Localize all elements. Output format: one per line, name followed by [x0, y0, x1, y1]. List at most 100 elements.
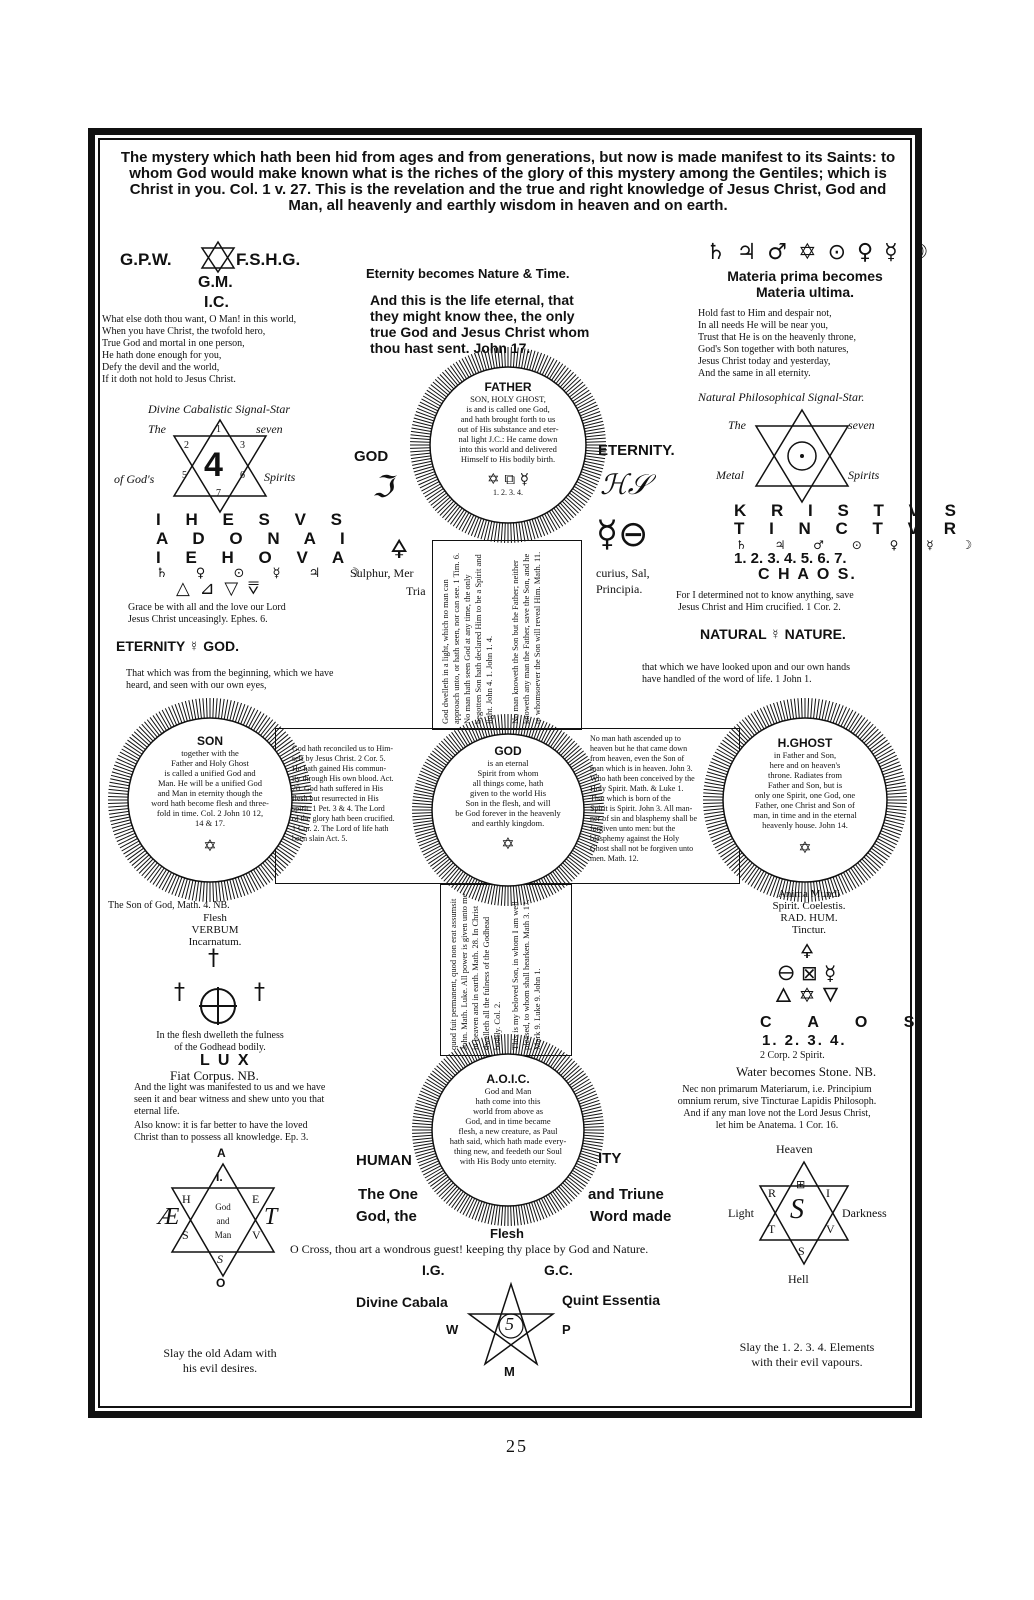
ray-line: [573, 1167, 592, 1179]
ray-line: [116, 758, 136, 768]
ray-line: [739, 721, 753, 738]
ray-line: [827, 878, 834, 899]
ray-line: [543, 1045, 554, 1064]
ray-line: [529, 519, 536, 540]
ray-line: [563, 376, 579, 392]
philosophical-star-title: Natural Philosophical Signal-Star.: [698, 390, 865, 404]
ray-line: [504, 522, 506, 543]
ray-line: [584, 458, 605, 463]
ray-line: [558, 1186, 573, 1202]
ray-line: [716, 748, 735, 760]
ray-line: [886, 802, 907, 805]
ray-line: [453, 1192, 466, 1210]
ray-line: [531, 519, 539, 539]
ray-line: [821, 880, 827, 900]
ray-line: [703, 788, 724, 792]
ray-line: [212, 698, 215, 719]
ray-line: [426, 1078, 444, 1091]
star-num-7: 7: [216, 488, 221, 499]
ray-line: [490, 884, 496, 905]
ray-line: [827, 701, 834, 722]
ray-line: [445, 1187, 460, 1204]
ray-line: [291, 792, 312, 795]
ray-line: [504, 885, 506, 906]
ray-line: [144, 862, 158, 879]
ray-line: [428, 852, 446, 865]
ray-line: [471, 1040, 480, 1060]
ray-line: [445, 736, 460, 753]
ray-line: [458, 512, 470, 531]
ray-line: [578, 838, 598, 847]
ray-line: [562, 742, 578, 758]
ray-line: [545, 875, 557, 894]
ray-line: [412, 460, 432, 466]
ray-line: [573, 392, 592, 405]
cross-vertical-upper: [432, 540, 582, 730]
circled-cross-icon: [199, 987, 237, 1025]
ray-line: [554, 1054, 568, 1071]
ray-line: [451, 1052, 464, 1069]
ray-line: [547, 728, 560, 746]
ray-line: [127, 739, 144, 753]
ray-line: [129, 736, 146, 750]
tria-label: Tria: [406, 584, 426, 598]
ray-line: [468, 722, 478, 741]
ray-line: [581, 786, 602, 793]
upper-vertical-text-right: No man knoweth the Son but the Father; n…: [510, 551, 542, 724]
ray-line: [412, 1137, 433, 1141]
ray-line: [109, 781, 130, 787]
ray-line: [412, 802, 433, 806]
ray-line: [531, 882, 539, 902]
ray-line: [518, 522, 523, 543]
ray-line: [565, 747, 582, 762]
ray-line: [810, 698, 813, 719]
ray-line: [212, 881, 215, 902]
ray-line: [188, 700, 194, 720]
ray-line: [242, 874, 252, 894]
ray-line: [583, 1122, 604, 1126]
ray-line: [574, 764, 593, 775]
natural-nature-label: NATURAL ☿ NATURE.: [700, 626, 846, 642]
ray-line: [515, 522, 519, 543]
right-star-metal: Metal: [716, 468, 744, 482]
ray-line: [440, 1060, 456, 1076]
ray-line: [562, 1062, 578, 1078]
ray-line: [716, 840, 735, 852]
ray-line: [253, 713, 265, 731]
caos-label: C A O S: [760, 1014, 931, 1031]
ray-line: [553, 365, 567, 383]
ray-line: [464, 514, 475, 534]
ray-line: [268, 856, 284, 872]
ray-line: [561, 500, 577, 516]
ray-line: [776, 878, 783, 899]
ray-line: [494, 1034, 498, 1055]
ray-line: [747, 867, 760, 885]
ray-line: [556, 1187, 571, 1204]
pentagram-m: M: [504, 1364, 515, 1379]
ray-line: [443, 1058, 458, 1074]
god-title: GOD: [494, 744, 522, 758]
ray-line: [578, 773, 598, 782]
ray-line: [574, 845, 593, 856]
ray-line: [710, 830, 730, 839]
ray-line: [412, 812, 433, 814]
ray-line: [578, 1093, 598, 1102]
seven-numbers: 1. 2. 3. 4. 5. 6. 7.: [734, 550, 847, 567]
ray-line: [714, 751, 733, 762]
ray-line: [504, 347, 506, 368]
ray-line: [582, 466, 603, 473]
ray-line: [112, 768, 133, 776]
ray-line: [280, 748, 299, 760]
ray-line: [572, 1078, 590, 1091]
beginning-text: That which was from the beginning, which…: [126, 668, 334, 691]
ray-line: [430, 1174, 447, 1187]
ray-line: [510, 1034, 512, 1055]
ray-line: [108, 805, 129, 808]
ray-line: [108, 788, 129, 792]
ray-line: [859, 723, 874, 740]
christ-poem: What else doth thou want, O Man! in this…: [102, 314, 297, 385]
ray-line: [886, 805, 907, 808]
ray-line: [871, 847, 888, 861]
ray-line: [706, 771, 727, 778]
